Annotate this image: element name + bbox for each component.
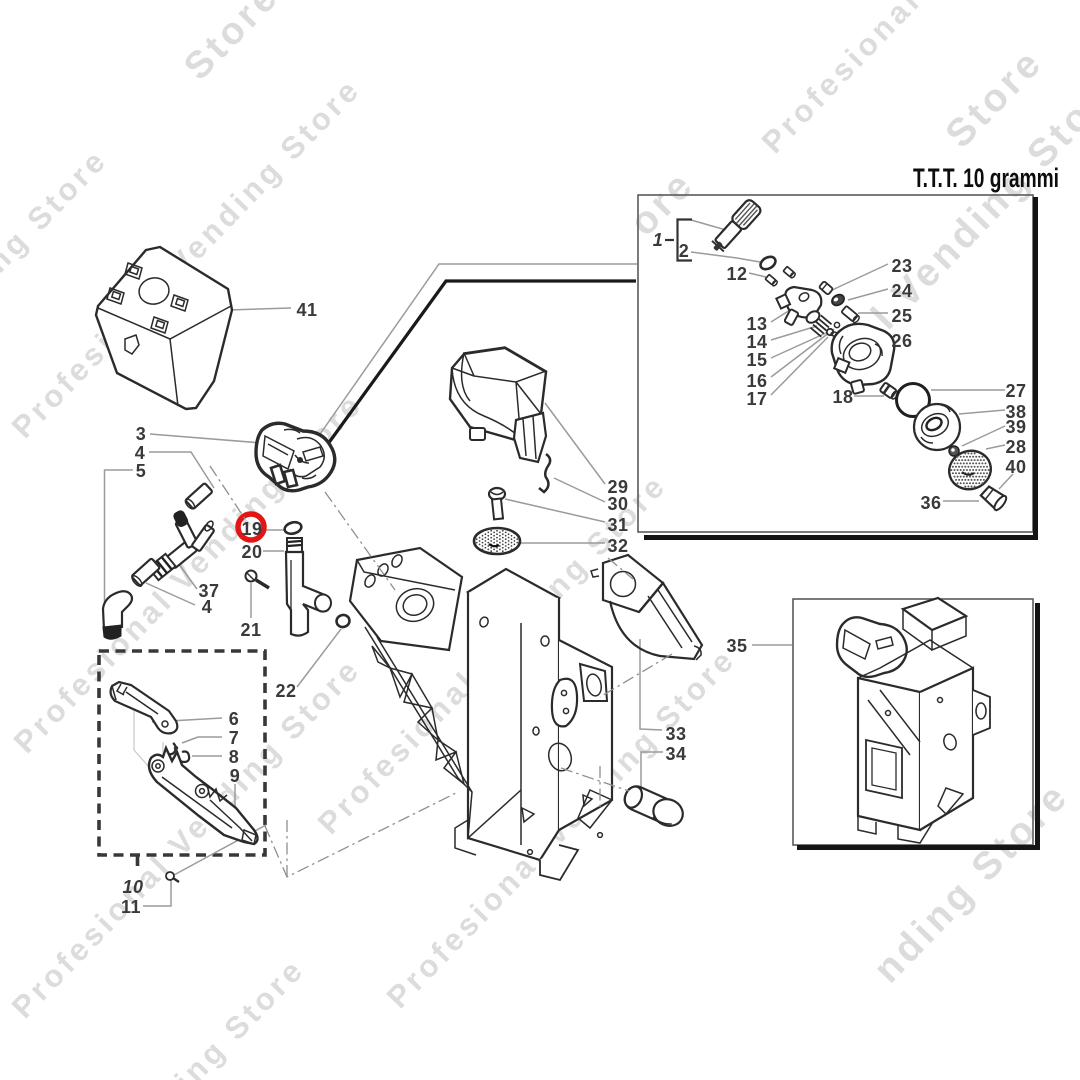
svg-text:1: 1 bbox=[653, 230, 664, 250]
svg-text:19: 19 bbox=[241, 519, 262, 539]
svg-text:27: 27 bbox=[1005, 381, 1026, 401]
svg-text:29: 29 bbox=[607, 477, 628, 497]
svg-text:30: 30 bbox=[607, 494, 628, 514]
svg-text:10: 10 bbox=[122, 877, 143, 897]
svg-text:7: 7 bbox=[229, 728, 240, 748]
svg-text:31: 31 bbox=[607, 515, 628, 535]
svg-text:26: 26 bbox=[891, 331, 912, 351]
svg-text:6: 6 bbox=[229, 709, 240, 729]
svg-text:36: 36 bbox=[920, 493, 941, 513]
svg-text:32: 32 bbox=[607, 536, 628, 556]
svg-text:15: 15 bbox=[746, 350, 767, 370]
svg-text:40: 40 bbox=[1005, 457, 1026, 477]
svg-text:25: 25 bbox=[891, 306, 912, 326]
svg-text:16: 16 bbox=[746, 371, 767, 391]
svg-text:22: 22 bbox=[275, 681, 296, 701]
svg-text:T.T.T. 10 grammi: T.T.T. 10 grammi bbox=[913, 163, 1059, 193]
svg-text:34: 34 bbox=[665, 744, 686, 764]
svg-text:11: 11 bbox=[121, 897, 141, 917]
svg-text:35: 35 bbox=[726, 636, 747, 656]
svg-text:13: 13 bbox=[746, 314, 767, 334]
svg-text:21: 21 bbox=[240, 620, 261, 640]
svg-text:38: 38 bbox=[1005, 402, 1026, 422]
svg-text:5: 5 bbox=[136, 461, 147, 481]
svg-text:18: 18 bbox=[832, 387, 853, 407]
svg-text:33: 33 bbox=[665, 724, 686, 744]
svg-text:3: 3 bbox=[136, 424, 147, 444]
svg-text:2: 2 bbox=[679, 241, 690, 261]
svg-text:37: 37 bbox=[198, 581, 219, 601]
svg-text:4: 4 bbox=[135, 443, 146, 463]
svg-text:41: 41 bbox=[296, 300, 317, 320]
svg-text:24: 24 bbox=[891, 281, 912, 301]
svg-text:28: 28 bbox=[1005, 437, 1026, 457]
svg-text:12: 12 bbox=[726, 264, 747, 284]
svg-text:23: 23 bbox=[891, 256, 912, 276]
svg-text:4: 4 bbox=[202, 597, 213, 617]
svg-text:8: 8 bbox=[229, 747, 240, 767]
svg-text:39: 39 bbox=[1005, 417, 1026, 437]
svg-text:17: 17 bbox=[746, 389, 767, 409]
svg-text:9: 9 bbox=[230, 766, 241, 786]
svg-text:20: 20 bbox=[241, 542, 262, 562]
svg-text:14: 14 bbox=[746, 332, 767, 352]
